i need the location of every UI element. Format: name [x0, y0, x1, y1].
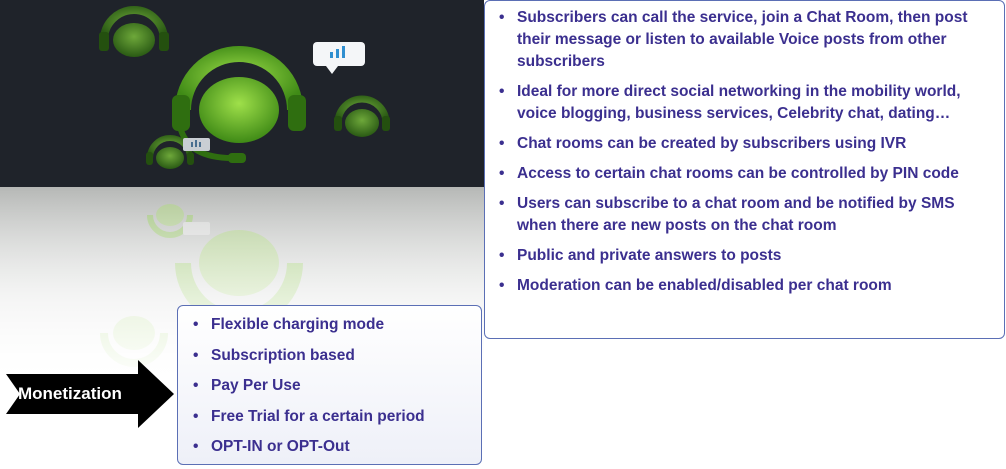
monetization-arrow — [6, 360, 174, 428]
list-item: Subscribers can call the service, join a… — [499, 7, 987, 73]
headset-icon — [146, 135, 194, 169]
list-item: Free Trial for a certain period — [193, 406, 471, 428]
list-item: Pay Per Use — [193, 375, 471, 397]
monetization-list: Flexible charging mode Subscription base… — [193, 314, 471, 467]
headset-icon — [172, 46, 306, 163]
list-item: Moderation can be enabled/disabled per c… — [499, 275, 987, 297]
features-list: Subscribers can call the service, join a… — [499, 7, 987, 305]
monetization-label: Monetization — [18, 384, 122, 403]
list-item: Flexible charging mode — [193, 314, 471, 336]
list-item: Public and private answers to posts — [499, 245, 987, 267]
list-item: OPT-IN or OPT-Out — [193, 436, 471, 458]
features-panel: Subscribers can call the service, join a… — [484, 0, 1005, 339]
headset-icon — [99, 6, 169, 57]
list-item: Ideal for more direct social networking … — [499, 81, 987, 125]
list-item: Subscription based — [193, 345, 471, 367]
list-item: Chat rooms can be created by subscribers… — [499, 133, 987, 155]
speech-bubble-icon — [313, 42, 365, 74]
list-item: Users can subscribe to a chat room and b… — [499, 193, 987, 237]
hero-illustration — [0, 0, 484, 187]
hero-reflection — [0, 187, 484, 387]
speech-bubble-icon — [183, 138, 210, 151]
headset-icon — [334, 95, 390, 137]
list-item: Access to certain chat rooms can be cont… — [499, 163, 987, 185]
headsets-graphic — [99, 6, 390, 169]
monetization-panel: Flexible charging mode Subscription base… — [177, 305, 482, 465]
